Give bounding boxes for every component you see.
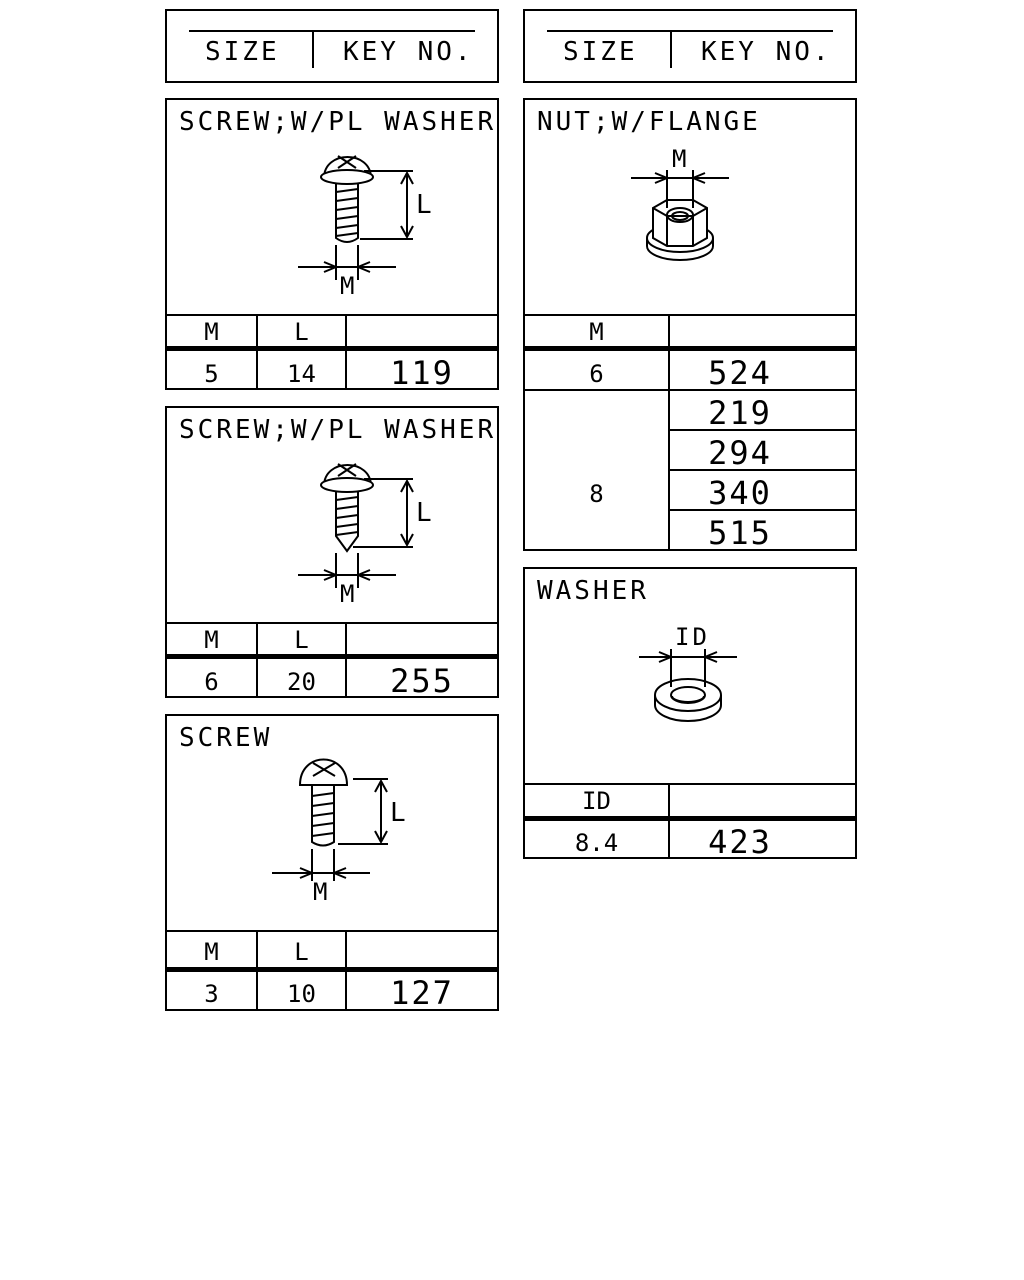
dimension-l-label: L [416, 190, 435, 220]
column-header-m: M [589, 318, 604, 346]
cell-key-no: 127 [390, 974, 454, 1012]
table-rule [670, 429, 855, 431]
column-header-l: L [294, 626, 309, 654]
part-title: SCREW;W/PL WASHER [179, 107, 497, 137]
table-rule [167, 314, 497, 316]
column-header-l: L [294, 938, 309, 966]
column-header-id: ID [582, 787, 611, 815]
dimension-id-label: ID [675, 623, 710, 651]
washer-drawing [525, 569, 855, 784]
key-no-label: KEY NO. [343, 37, 474, 67]
table-rule-thick [525, 346, 855, 351]
cell-key-no: 524 [708, 354, 772, 392]
cell-l: 14 [287, 360, 316, 388]
cell-key-no: 515 [708, 514, 772, 552]
cell-m: 5 [204, 360, 219, 388]
size-label: SIZE [205, 37, 280, 67]
cell-key-no: 294 [708, 434, 772, 472]
cell-m: 3 [204, 980, 219, 1008]
cell-l: 10 [287, 980, 316, 1008]
key-no-label: KEY NO. [701, 37, 832, 67]
column-divider [345, 314, 347, 390]
column-divider [256, 622, 258, 698]
dimension-m-label: M [313, 878, 331, 906]
column-divider [668, 783, 670, 859]
cell-m: 8 [589, 480, 604, 508]
table-rule [525, 314, 855, 316]
part-box-screw-washer-2: SCREW;W/PL WASHER L M M L 6 20 255 [165, 406, 499, 698]
screw-drawing [167, 716, 497, 931]
column-divider [345, 622, 347, 698]
cell-key-no: 423 [708, 823, 772, 861]
part-box-screw-washer-1: SCREW;W/PL WASHER L M M L 5 14 119 [165, 98, 499, 390]
cell-key-no: 255 [390, 662, 454, 700]
header-box-left: SIZE KEY NO. [165, 9, 499, 83]
header-divider [670, 32, 672, 68]
header-rule [547, 30, 833, 32]
table-rule-thick [167, 654, 497, 659]
column-header-m: M [204, 938, 219, 966]
column-header-m: M [204, 318, 219, 346]
column-header-m: M [204, 626, 219, 654]
cell-id: 8.4 [574, 829, 619, 857]
table-rule-thick [167, 346, 497, 351]
part-title: SCREW;W/PL WASHER [179, 415, 497, 445]
table-rule [670, 469, 855, 471]
header-rule [189, 30, 475, 32]
cell-key-no: 119 [390, 354, 454, 392]
size-label: SIZE [563, 37, 638, 67]
header-divider [312, 32, 314, 68]
column-divider [256, 314, 258, 390]
table-rule [670, 509, 855, 511]
dimension-m-label: M [340, 580, 358, 608]
screw-with-washer-drawing [167, 100, 497, 315]
table-rule [525, 389, 855, 391]
cell-key-no: 340 [708, 474, 772, 512]
table-rule [525, 783, 855, 785]
cell-key-no: 219 [708, 394, 772, 432]
dimension-m-label: M [340, 272, 358, 300]
part-box-screw: SCREW L M M L 3 10 127 [165, 714, 499, 1011]
header-box-right: SIZE KEY NO. [523, 9, 857, 83]
dimension-l-label: L [416, 498, 435, 528]
column-divider [345, 930, 347, 1011]
part-title: WASHER [537, 576, 649, 606]
table-rule-thick [167, 967, 497, 972]
table-rule-thick [525, 816, 855, 821]
part-box-nut-flange: NUT;W/FLANGE M M 6 524 8 219 294 340 515 [523, 98, 857, 551]
cell-l: 20 [287, 668, 316, 696]
part-box-washer: WASHER ID ID 8.4 423 [523, 567, 857, 859]
part-title: SCREW [179, 723, 273, 753]
column-divider [668, 314, 670, 551]
flange-nut-drawing [525, 100, 855, 315]
column-header-l: L [294, 318, 309, 346]
dimension-l-label: L [390, 798, 409, 828]
dimension-m-label: M [672, 145, 690, 173]
cell-m: 6 [589, 360, 604, 388]
tapping-screw-with-washer-drawing [167, 408, 497, 623]
column-divider [256, 930, 258, 1011]
table-rule [167, 622, 497, 624]
part-title: NUT;W/FLANGE [537, 107, 761, 137]
cell-m: 6 [204, 668, 219, 696]
table-rule [167, 930, 497, 932]
